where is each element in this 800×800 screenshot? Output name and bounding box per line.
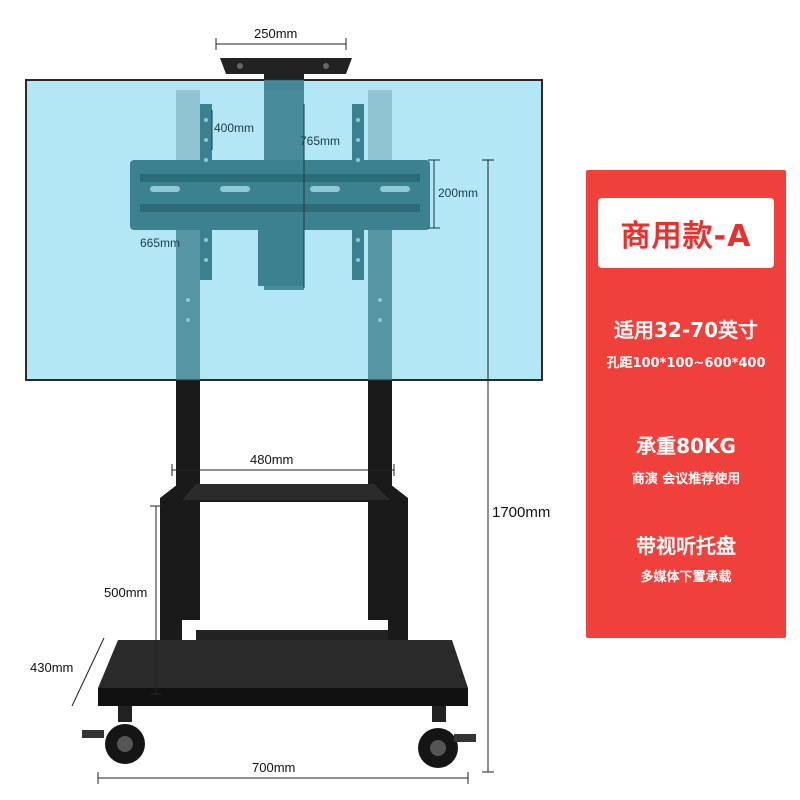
top-bracket-width-label: 250mm: [254, 26, 298, 41]
mount-height-label: 765mm: [300, 134, 341, 148]
tray-note-text: 多媒体下置承载: [640, 570, 732, 585]
model-title: 商用款-A: [620, 219, 752, 254]
total-height-label: 1700mm: [492, 504, 551, 521]
base-width-label: 700mm: [252, 760, 296, 775]
base-depth-label: 430mm: [30, 660, 74, 675]
screen-dimension-lines: [211, 104, 440, 288]
bracket-width-label: 665mm: [140, 236, 181, 250]
vertical-hole-spacing-label: 400mm: [214, 121, 255, 135]
horizontal-hole-spacing-label: 200mm: [438, 186, 479, 200]
size-range-text: 适用32-70英寸: [614, 318, 758, 342]
vesa-bracket: [130, 80, 430, 380]
feature-panel: 商用款-A 适用32-70英寸 孔距100*100~600*400 承重80KG…: [586, 170, 786, 638]
model-title-box: 商用款-A: [598, 198, 774, 268]
tray-text: 带视听托盘: [636, 534, 736, 558]
load-note-text: 商演 会议推荐使用: [631, 472, 741, 487]
column-spacing-label: 480mm: [250, 452, 294, 467]
vesa-text: 孔距100*100~600*400: [606, 356, 766, 371]
bracket-holes: [150, 118, 410, 322]
dimension-lines: [71, 38, 494, 784]
caster-wheels: [82, 706, 476, 768]
shelf-height-label: 500mm: [104, 585, 148, 600]
load-capacity-text: 承重80KG: [636, 434, 736, 458]
